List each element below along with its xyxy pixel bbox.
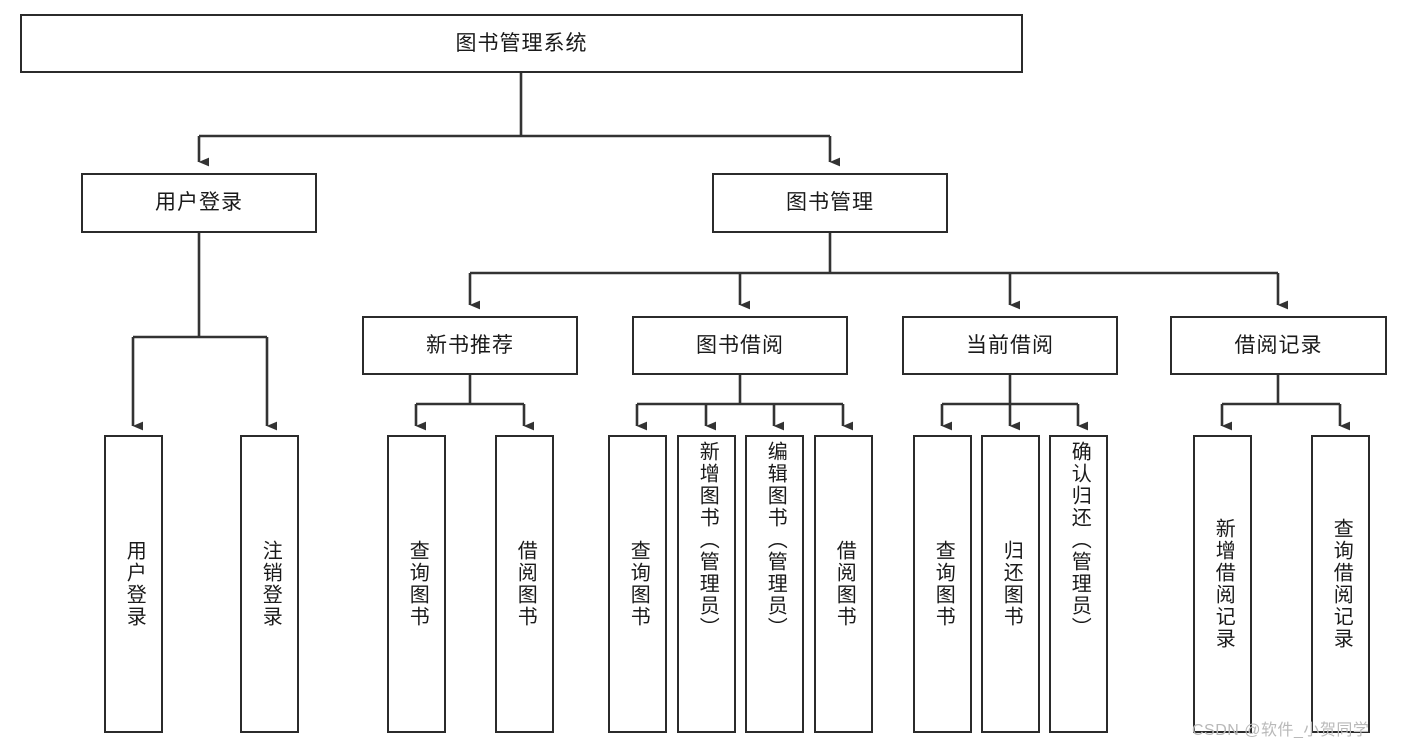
node-leaf-confirm-return[interactable]: 确认归还（管理员）: [1049, 435, 1108, 733]
node-root-label: 图书管理系统: [455, 31, 588, 55]
node-current-borrow[interactable]: 当前借阅: [902, 316, 1118, 375]
node-current-borrow-label: 当前借阅: [966, 333, 1054, 357]
node-leaf-query-record[interactable]: 查询借阅记录: [1311, 435, 1370, 733]
node-leaf-query-book-3[interactable]: 查询图书: [913, 435, 972, 733]
node-leaf-borrow-book-1[interactable]: 借阅图书: [495, 435, 554, 733]
node-leaf-borrow-book-1-label: 借阅图书: [514, 540, 537, 628]
node-leaf-query-book-1[interactable]: 查询图书: [387, 435, 446, 733]
node-leaf-logout-login[interactable]: 注销登录: [240, 435, 299, 733]
node-leaf-user-login[interactable]: 用户登录: [104, 435, 163, 733]
node-borrow-record[interactable]: 借阅记录: [1170, 316, 1387, 375]
node-root[interactable]: 图书管理系统: [20, 14, 1023, 73]
node-user-login-label: 用户登录: [155, 191, 243, 215]
node-leaf-user-login-label: 用户登录: [123, 540, 146, 628]
node-leaf-add-record[interactable]: 新增借阅记录: [1193, 435, 1252, 733]
node-new-book-recommend[interactable]: 新书推荐: [362, 316, 578, 375]
node-book-manage-label: 图书管理: [786, 191, 874, 215]
node-leaf-borrow-book-2-label: 借阅图书: [833, 540, 856, 628]
node-leaf-edit-book-label: 编辑图书（管理员）: [764, 441, 787, 639]
node-borrow-record-label: 借阅记录: [1234, 333, 1323, 357]
node-book-manage[interactable]: 图书管理: [712, 173, 948, 233]
node-user-login[interactable]: 用户登录: [81, 173, 317, 233]
node-leaf-add-book[interactable]: 新增图书（管理员）: [677, 435, 736, 733]
node-leaf-borrow-book-2[interactable]: 借阅图书: [814, 435, 873, 733]
node-leaf-query-book-2-label: 查询图书: [627, 540, 650, 628]
node-book-borrow-label: 图书借阅: [696, 333, 784, 357]
node-leaf-confirm-return-label: 确认归还（管理员）: [1068, 441, 1091, 639]
node-leaf-return-book[interactable]: 归还图书: [981, 435, 1040, 733]
node-leaf-return-book-label: 归还图书: [1000, 540, 1023, 628]
node-leaf-query-book-3-label: 查询图书: [932, 540, 955, 628]
node-leaf-add-record-label: 新增借阅记录: [1212, 518, 1235, 650]
node-book-borrow[interactable]: 图书借阅: [632, 316, 848, 375]
node-leaf-add-book-label: 新增图书（管理员）: [696, 441, 719, 639]
node-new-book-recommend-label: 新书推荐: [426, 333, 514, 357]
node-leaf-edit-book[interactable]: 编辑图书（管理员）: [745, 435, 804, 733]
node-leaf-query-book-2[interactable]: 查询图书: [608, 435, 667, 733]
node-leaf-query-record-label: 查询借阅记录: [1330, 518, 1353, 650]
node-leaf-logout-login-label: 注销登录: [259, 540, 282, 628]
node-leaf-query-book-1-label: 查询图书: [406, 540, 429, 628]
